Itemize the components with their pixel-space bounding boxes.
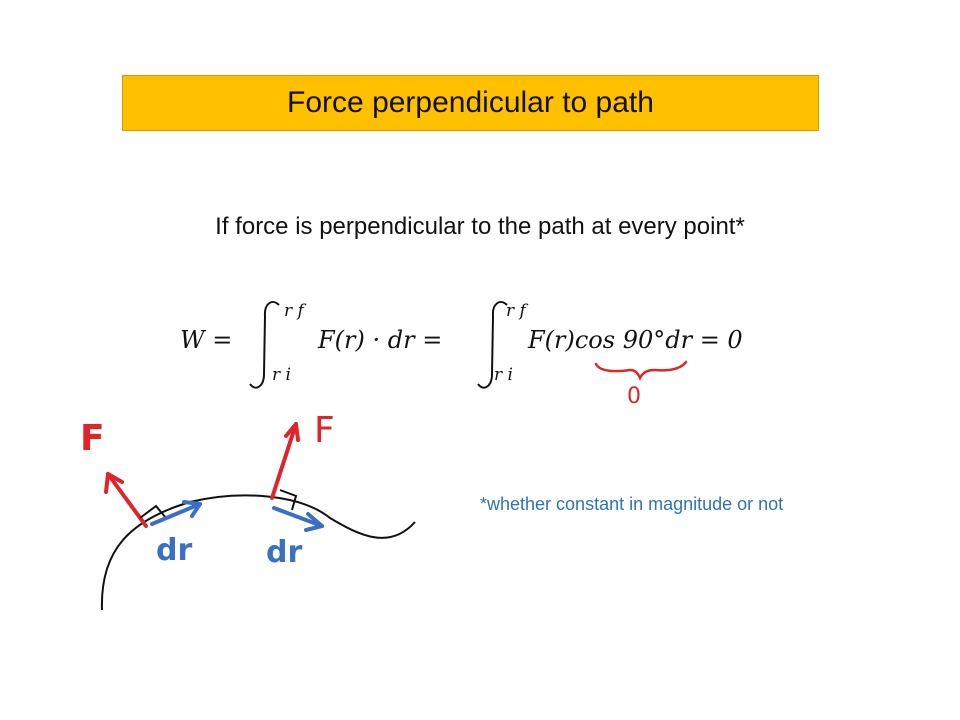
dr-label-right: dr [266, 535, 302, 570]
integral-sign-1 [249, 301, 280, 389]
brace-annotation: 0 [594, 360, 688, 408]
path-sketch: F F dr dr [80, 410, 416, 611]
dr-arrow-right [272, 506, 324, 528]
force-label-right: F [314, 410, 335, 451]
work-equation: W = r f r i F(r) · dr = r f r i F(r)cos … [180, 301, 743, 389]
dr-arrowhead-right [304, 512, 324, 532]
integral-1-lower: r i [272, 365, 291, 385]
force-arrowhead-right [284, 422, 300, 442]
footnote: *whether constant in magnitude or not [480, 494, 784, 514]
force-label-left: F [80, 418, 105, 459]
integral-1-upper: r f [284, 301, 307, 321]
slide-title: Force perpendicular to path [287, 86, 654, 119]
right-angle-mark-left [139, 504, 167, 519]
dr-arrow-left [150, 502, 202, 526]
force-arrowhead-left [104, 472, 124, 494]
brace-zero: 0 [627, 384, 641, 408]
dr-label-left: dr [156, 533, 192, 568]
integrand-2: F(r)cos 90°dr = 0 [527, 326, 743, 354]
slide-subtitle: If force is perpendicular to the path at… [215, 213, 745, 240]
equation-lhs: W = [180, 326, 232, 354]
path-curve [100, 494, 416, 611]
integrand-1: F(r) · dr = [317, 326, 442, 354]
right-angle-mark-right [279, 489, 298, 511]
integral-2-lower: r i [494, 365, 513, 385]
force-arrow-right [270, 422, 298, 500]
integral-sign-2 [477, 301, 508, 389]
title-banner: Force perpendicular to path [122, 75, 819, 131]
integral-2-upper: r f [506, 301, 529, 321]
dr-arrowhead-left [182, 500, 202, 518]
curly-brace [594, 360, 688, 381]
